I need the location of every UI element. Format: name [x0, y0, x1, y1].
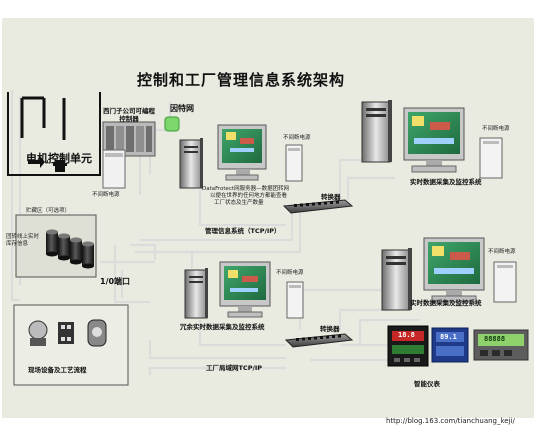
plc-label: 西门子公司可编程控制器 [103, 107, 155, 123]
field-equipment-label: 现场设备及工艺流程 [28, 366, 87, 374]
switch-upper [282, 199, 354, 214]
instrument-meter-1 [387, 325, 429, 367]
ups-box-redundant [286, 281, 304, 319]
ups-box-web [285, 144, 303, 182]
web-server-monitor [217, 124, 267, 181]
rt-monitor-mid [423, 237, 485, 303]
switch-label-lower: 转换器 [320, 325, 340, 333]
tank-title: 贮藏区（可选项） [26, 208, 71, 214]
server-note-3: 工厂状态及生产数量 [214, 200, 264, 206]
ups-box-rt-top [479, 137, 503, 179]
diagram-title: 控制和工厂管理信息系统架构 [137, 71, 346, 89]
web-server-tower [179, 138, 203, 189]
tank-note: 团转线上实时库存信息 [6, 234, 40, 247]
internet-icon [164, 116, 180, 132]
rt-tower-mid [381, 248, 412, 311]
ups-label-web: 不间断电源 [283, 135, 311, 141]
storage-tanks [15, 214, 97, 278]
field-equipment [13, 304, 129, 386]
redundant-label: 冗余实时数据采集及监控系统 [180, 323, 265, 331]
watermark: http://blog.163.com/tianchuang_keji/ [386, 417, 515, 425]
motor-control-unit [7, 92, 101, 176]
rt-label-mid: 实时数据采集及监控系统 [410, 299, 482, 307]
meter-reading-2: 89.1 [440, 333, 457, 341]
instrument-meter-2 [431, 327, 469, 363]
instrument-meter-3 [473, 329, 529, 361]
motor-control-label: 电机控制单元 [26, 152, 92, 165]
server-note-1: DataFrotect网服务器—数据团转网 [202, 186, 290, 192]
ups-label-plc: 不间断电源 [92, 192, 120, 198]
mis-label: 管理信息系统（TCP/IP） [205, 227, 281, 235]
meter-reading-1: 18.8 [398, 331, 415, 339]
redundant-monitor [219, 261, 271, 318]
server-note-2: 以便在世界的任何地方都能查看 [210, 193, 288, 199]
ups-label-redundant: 不间断电源 [276, 270, 304, 276]
rt-monitor-top [403, 107, 465, 173]
ups-label-rt-top: 不间断电源 [482, 126, 510, 132]
meter-reading-3: 88888 [484, 335, 506, 343]
rt-tower-top [361, 100, 392, 163]
redundant-tower [184, 268, 208, 319]
internet-label: 因特网 [170, 104, 194, 113]
switch-lower [284, 333, 354, 348]
io-port-label: 1/0端口 [100, 277, 131, 286]
switch-label-upper: 转换器 [321, 193, 341, 201]
rt-label-top: 实时数据采集及监控系统 [410, 178, 482, 186]
lan-label: 工厂局域网TCP/IP [206, 364, 263, 372]
ups-box-plc [102, 149, 126, 189]
ups-box-rt-mid [493, 261, 517, 303]
instrument-label: 智能仪表 [414, 380, 440, 388]
ups-label-rt-mid: 不间断电源 [488, 249, 516, 255]
